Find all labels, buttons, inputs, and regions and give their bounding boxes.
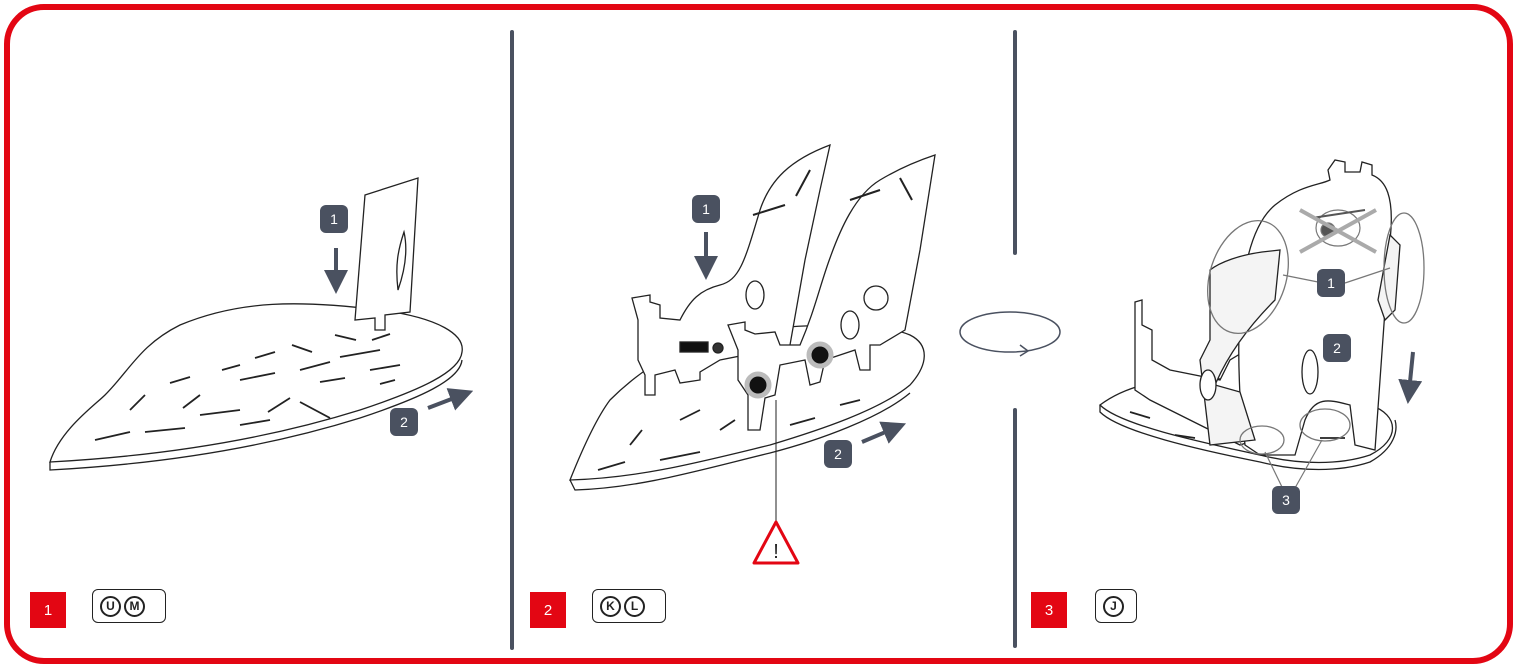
panel-divider-2b xyxy=(1013,408,1017,648)
svg-text:2: 2 xyxy=(400,414,408,430)
step3-callout-3: 3 xyxy=(1272,486,1300,514)
base-slots xyxy=(94,333,401,441)
panel-divider-2a xyxy=(1013,30,1017,255)
part-letter: M xyxy=(124,595,145,617)
step1-callout-1: 1 xyxy=(320,205,348,233)
svg-text:1: 1 xyxy=(330,211,338,227)
step-number-badge-2: 2 xyxy=(530,592,566,628)
step-number-badge-1: 1 xyxy=(30,592,66,628)
parts-box-2: K L xyxy=(592,589,666,623)
vertical-board xyxy=(354,177,419,331)
part-letter: J xyxy=(1103,595,1124,617)
svg-text:2: 2 xyxy=(834,446,842,462)
assembly-illustrations: 1 2 1 2 ! xyxy=(49,143,1425,565)
step-number-badge-3: 3 xyxy=(1031,592,1067,628)
step1-callout-2: 2 xyxy=(390,408,418,436)
step1-illustration xyxy=(49,177,463,471)
step2-callout-1: 1 xyxy=(692,195,720,223)
step3-callout-2: 2 xyxy=(1323,334,1351,362)
svg-text:3: 3 xyxy=(1282,492,1290,508)
step3-illustration xyxy=(1099,159,1425,471)
step3-callout-1: 1 xyxy=(1317,269,1345,297)
svg-text:!: ! xyxy=(773,541,779,563)
part-letter: U xyxy=(100,595,121,617)
front-panel xyxy=(1199,249,1281,446)
rotate-icon xyxy=(959,311,1061,357)
svg-text:2: 2 xyxy=(1333,340,1341,356)
part-letter: K xyxy=(600,595,621,617)
side-panel-rear xyxy=(631,143,831,396)
parts-box-3: J xyxy=(1095,589,1137,623)
skull-crossbones-icon xyxy=(1299,208,1377,254)
warning-icon: ! xyxy=(752,520,800,565)
step2-illustration xyxy=(569,143,936,491)
parts-box-1: U M xyxy=(92,589,166,623)
base-board xyxy=(49,303,463,463)
side-panel-front xyxy=(727,154,936,431)
panel-divider-1 xyxy=(510,30,514,650)
step2-callout-2: 2 xyxy=(824,440,852,468)
svg-text:1: 1 xyxy=(1327,275,1335,291)
svg-text:1: 1 xyxy=(702,201,710,217)
part-letter: L xyxy=(624,595,645,617)
